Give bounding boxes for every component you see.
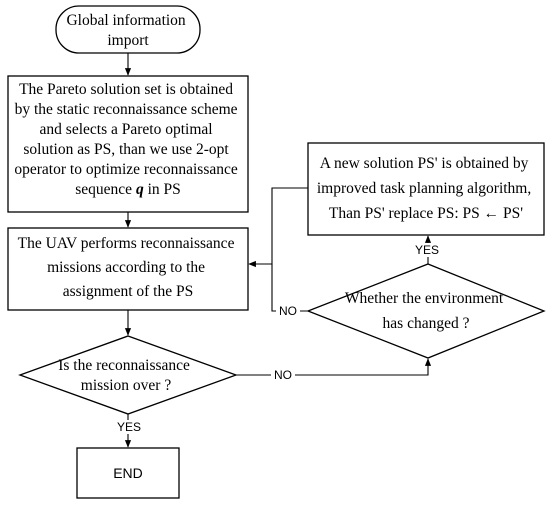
svg-text:The Pareto solution set is obt: The Pareto solution set is obtained by t… bbox=[14, 81, 241, 198]
edge-mission-no-to-env bbox=[236, 358, 432, 376]
env-changed-decision: Whether the environment has changed ? bbox=[306, 263, 546, 359]
start-node: Global information import bbox=[55, 5, 201, 54]
label-yes-new-solution: YES bbox=[412, 243, 442, 257]
svg-text:Global information impor: Global information import bbox=[66, 12, 189, 49]
svg-text:YES: YES bbox=[415, 243, 439, 257]
svg-text:Is the reconnaissance mi: Is the reconnaissance mission over ? bbox=[58, 357, 194, 394]
svg-text:NO: NO bbox=[274, 368, 292, 382]
svg-text:NO: NO bbox=[279, 304, 297, 318]
label-yes-end: YES bbox=[114, 420, 144, 434]
uav-process-node: The UAV performs reconnaissance missions… bbox=[7, 227, 249, 311]
svg-text:The UAV performs reconnaissanc: The UAV performs reconnaissance missions… bbox=[18, 235, 239, 300]
svg-text:A new solution PS' is obtained: A new solution PS' is obtained by improv… bbox=[317, 155, 535, 222]
edge-new-solution-to-uav bbox=[248, 187, 308, 268]
svg-text:Whether the environment: Whether the environment has changed ? bbox=[345, 290, 507, 332]
svg-text:YES: YES bbox=[117, 420, 141, 434]
end-node: END bbox=[76, 447, 180, 499]
new-solution-node: A new solution PS' is obtained by improv… bbox=[307, 142, 545, 236]
mission-over-decision: Is the reconnaissance mission over ? bbox=[18, 335, 238, 415]
svg-text:END: END bbox=[113, 465, 143, 481]
label-no-mission: NO bbox=[271, 368, 295, 382]
pareto-process-node: The Pareto solution set is obtained by t… bbox=[7, 75, 249, 213]
label-no-env: NO bbox=[276, 304, 300, 318]
